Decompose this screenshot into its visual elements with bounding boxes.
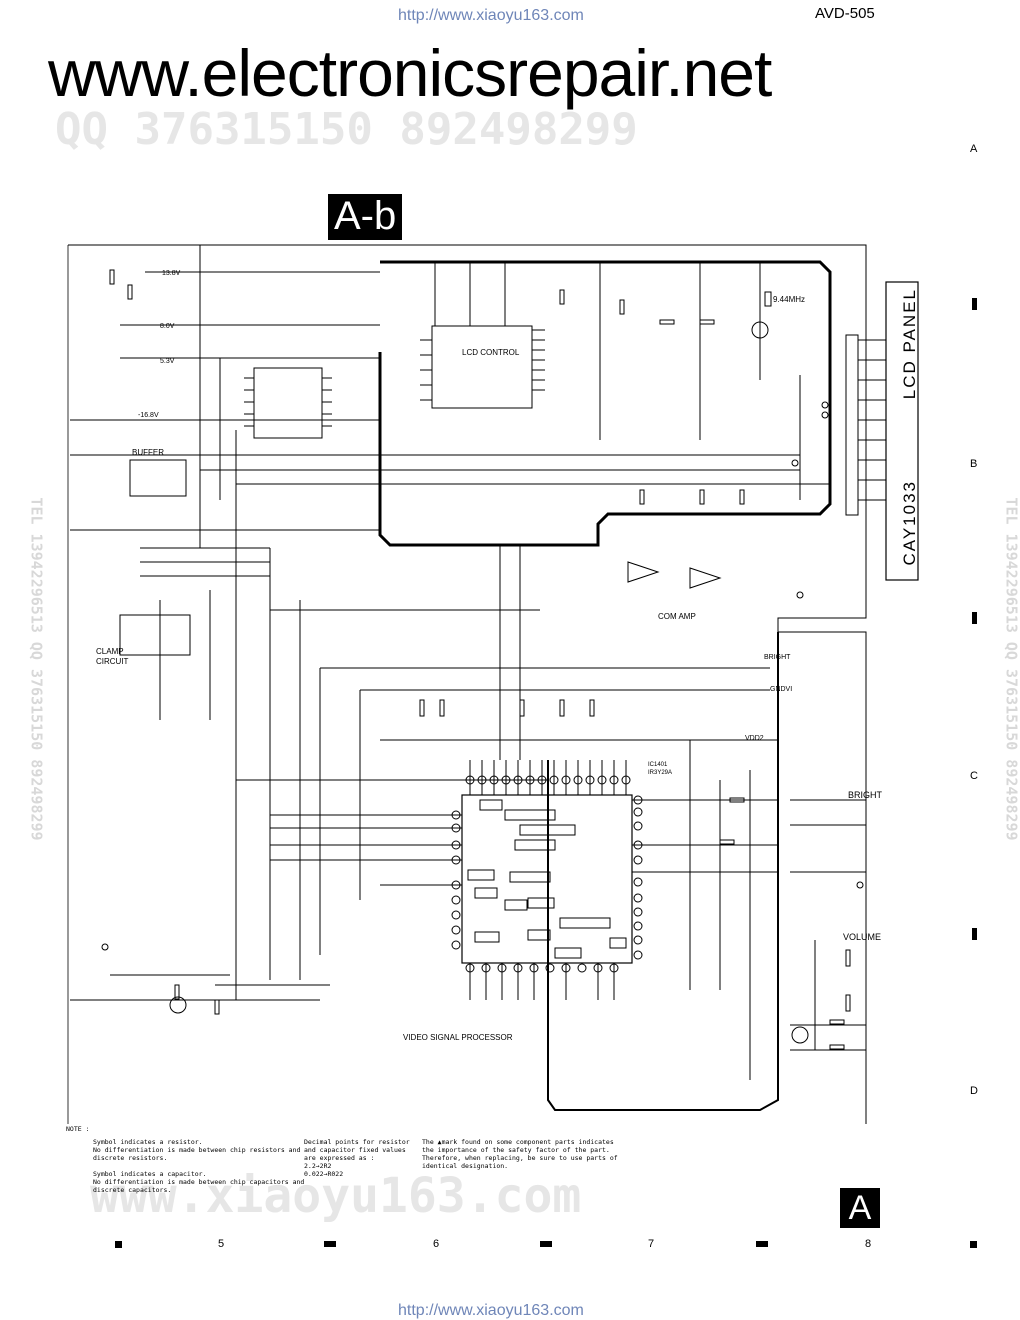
net-5v3: 5.3V [160, 358, 175, 365]
row-letter-a: A [970, 143, 978, 155]
bright-label: BRIGHT [848, 790, 883, 800]
net-8v0: 8.0V [160, 323, 175, 330]
top-url: http://www.xiaoyu163.com [398, 7, 584, 24]
crystal-label: 9.44MHz [773, 295, 806, 304]
ic1401-part: IR3Y29A [648, 770, 673, 776]
col-number-7: 7 [648, 1238, 655, 1250]
net-gndvi: GNDVI [770, 686, 793, 693]
ic1401-label: IC1401 [648, 762, 668, 768]
grid-marker [972, 928, 977, 940]
net-13v8: 13.8V [162, 270, 181, 277]
grid-marker [115, 1241, 122, 1248]
sheet-letter: A [840, 1188, 880, 1228]
net-bright: BRIGHT [764, 654, 791, 661]
grid-marker [756, 1241, 768, 1247]
clamp-label: CLAMP [96, 647, 124, 656]
notes-title: NOTE : [66, 1125, 90, 1133]
site-title: www.electronicsrepair.net [48, 36, 772, 110]
lcd-control-label: LCD CONTROL [462, 348, 520, 357]
notes-safety: The ▲mark found on some component parts … [422, 1138, 618, 1170]
vsp-label: VIDEO SIGNAL PROCESSOR [403, 1033, 513, 1042]
grid-marker [972, 298, 977, 310]
col-number-5: 5 [218, 1238, 225, 1250]
grid-marker [324, 1241, 336, 1247]
bottom-watermark: www.xiaoyu163.com [90, 1168, 582, 1224]
grid-marker [972, 612, 977, 624]
grid-marker [540, 1241, 552, 1247]
buffer-label: BUFFER [132, 448, 164, 457]
row-letter-c: C [970, 770, 978, 782]
section-label: A-b [328, 194, 403, 240]
row-letter-b: B [970, 458, 978, 470]
com-amp-label: COM AMP [658, 612, 696, 621]
lcd-panel-part: CAY1033 [900, 480, 919, 566]
net-minus16v8: -16.8V [138, 412, 159, 419]
row-letter-d: D [970, 1085, 978, 1097]
notes-decimal: Decimal points for resistor and capacito… [304, 1138, 410, 1178]
circuit-label: CIRCUIT [96, 657, 129, 666]
bottom-url: http://www.xiaoyu163.com [398, 1302, 584, 1319]
volume-label: VOLUME [843, 932, 882, 942]
lcd-panel-label: LCD PANEL [900, 288, 919, 400]
grid-marker [970, 1241, 977, 1248]
notes-symbols: Symbol indicates a resistor. No differen… [93, 1138, 305, 1194]
qq-watermark: QQ 376315150 892498299 [55, 104, 638, 155]
col-number-6: 6 [433, 1238, 440, 1250]
col-number-8: 8 [865, 1238, 872, 1250]
net-vdd2: VDD2 [745, 735, 764, 742]
model-number: AVD-505 [815, 5, 875, 22]
